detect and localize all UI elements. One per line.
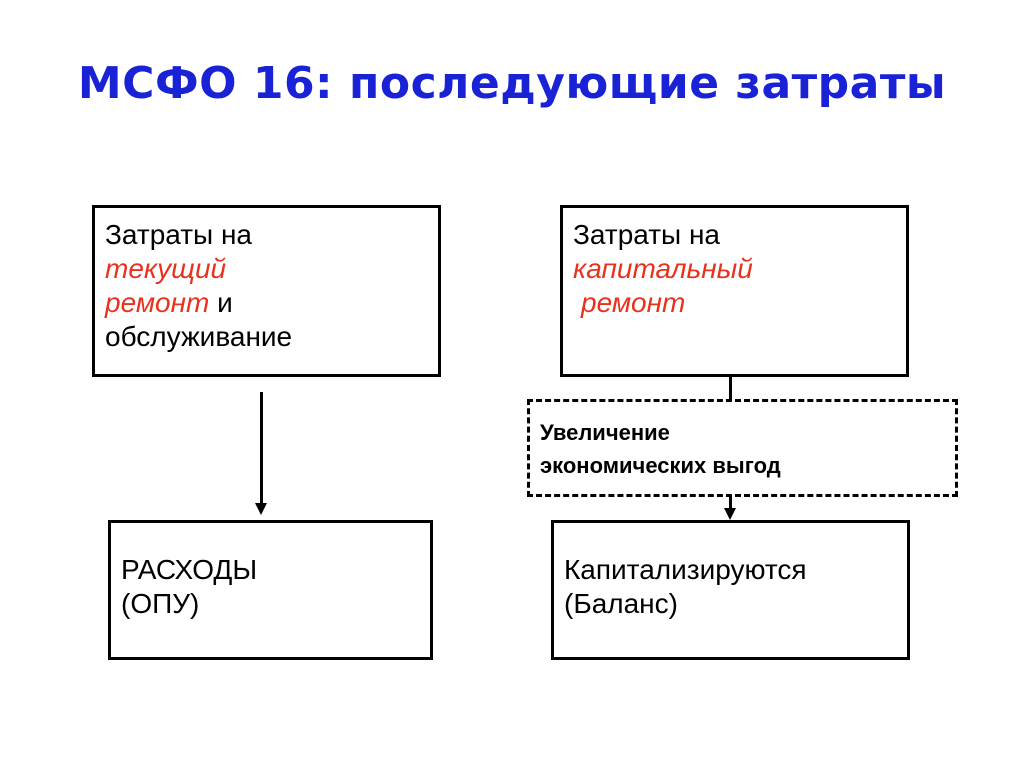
left-arrow-head [255, 503, 267, 515]
current-repair-accent2: ремонт [105, 287, 210, 319]
expenses-line1: РАСХОДЫ [121, 554, 258, 585]
economic-benefits-condition-box: Увеличение экономических выгод [527, 399, 958, 497]
right-arrow-line [729, 497, 732, 509]
current-repair-connector: и [209, 287, 233, 319]
slide-title: МСФО 16: последующие затраты [77, 58, 947, 109]
right-arrow-head [724, 508, 736, 520]
capital-repair-costs-box: Затраты на капитальный ремонт [560, 205, 909, 377]
capitalized-line1: Капитализируются [564, 554, 807, 585]
right-connector-line [729, 377, 732, 400]
current-repair-line3: ремонт и [105, 286, 428, 320]
left-arrow-line [260, 392, 263, 504]
condition-line1: Увеличение [540, 420, 670, 445]
capital-repair-accent1: капитальный [573, 253, 753, 285]
current-repair-line1: Затраты на [105, 219, 252, 250]
expenses-box: РАСХОДЫ (ОПУ) [108, 520, 433, 660]
expenses-line2: (ОПУ) [121, 588, 200, 620]
capitalized-box: Капитализируются (Баланс) [551, 520, 910, 660]
condition-line2: экономических выгод [540, 453, 781, 478]
current-repair-costs-box: Затраты на текущий ремонт и обслуживание [92, 205, 441, 377]
current-repair-line4: обслуживание [105, 321, 293, 353]
current-repair-accent1: текущий [105, 253, 227, 285]
capital-repair-line1: Затраты на [573, 219, 720, 250]
capital-repair-accent2: ремонт [581, 287, 686, 319]
capitalized-line2: (Баланс) [564, 588, 678, 620]
